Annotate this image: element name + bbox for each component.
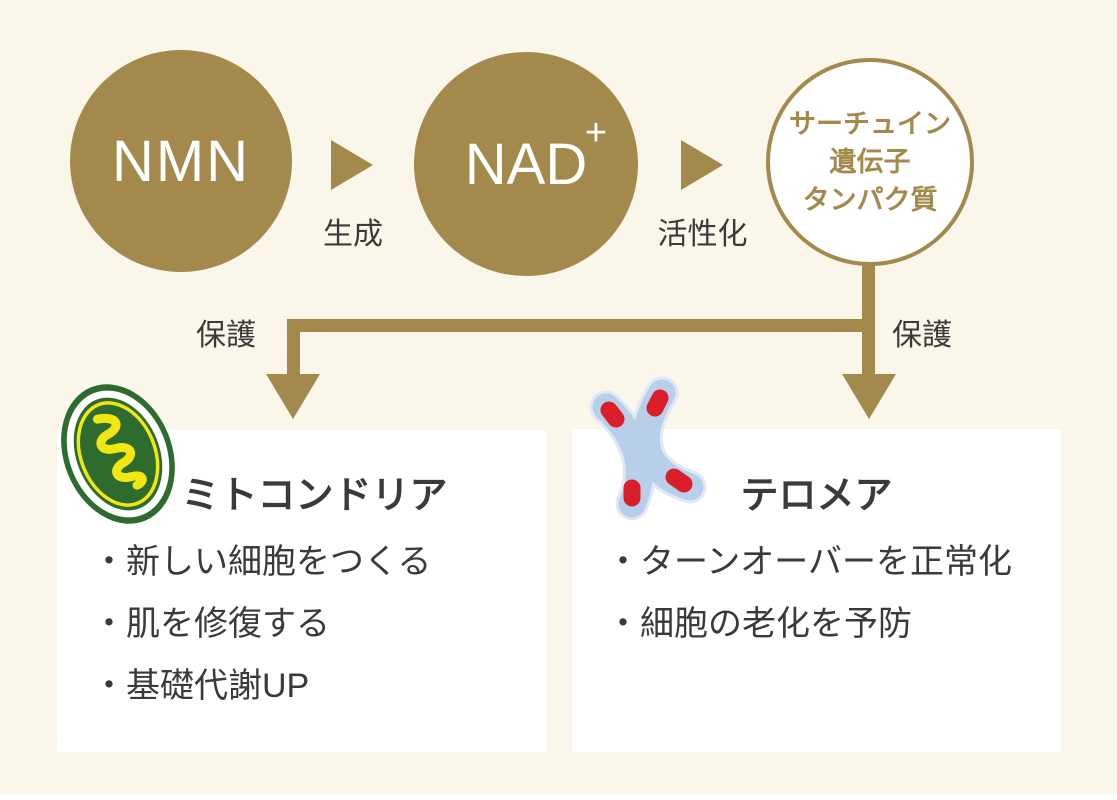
nmn-label: NMN [111,128,251,194]
mitochondria-benefits-list: ・新しい細胞をつくる ・肌を修復する ・基礎代謝UP [92,544,431,730]
arrow1-label: 生成 [323,218,383,251]
mitochondria-icon [61,384,175,524]
arrow2-label: 活性化 [657,218,748,251]
connector-right-line [862,332,875,376]
telomere-title: テロメア [740,475,893,517]
flow-arrow-icon [331,140,373,190]
down-arrow-icon-left [266,374,320,419]
sirtuin-line1: サーチュイン [789,109,951,139]
protect-label-left: 保護 [196,319,256,352]
connector-stem-line [862,263,875,332]
sirtuin-line3: タンパク質 [802,185,938,215]
nad-node: NAD+ [414,52,638,276]
connector-horizontal-line [287,319,875,332]
list-item: ・新しい細胞をつくる [92,543,432,581]
chromosome-icon [589,376,707,521]
telomere-benefits-list: ・ターンオーバーを正常化 ・細胞の老化を予防 [606,544,1012,668]
nmn-node: NMN [70,50,292,272]
nad-text: NAD [464,131,588,197]
list-item: ・ターンオーバーを正常化 [606,543,1012,581]
flow-arrow-icon [681,140,723,190]
list-item: ・細胞の老化を予防 [606,605,912,643]
down-arrow-icon-right [842,374,896,419]
sirtuin-node: サーチュイン 遺伝子 タンパク質 [766,58,974,266]
list-item: ・肌を修復する [92,605,330,643]
mitochondria-title: ミトコンドリア [181,475,448,517]
nad-plus-superscript: + [584,110,608,154]
sirtuin-line2: 遺伝子 [829,147,911,177]
protect-label-right: 保護 [892,319,952,352]
bottom-white-edge [0,795,1117,800]
list-item: ・基礎代謝UP [92,667,310,705]
nad-label: NAD+ [464,111,607,198]
connector-left-line [287,319,300,376]
